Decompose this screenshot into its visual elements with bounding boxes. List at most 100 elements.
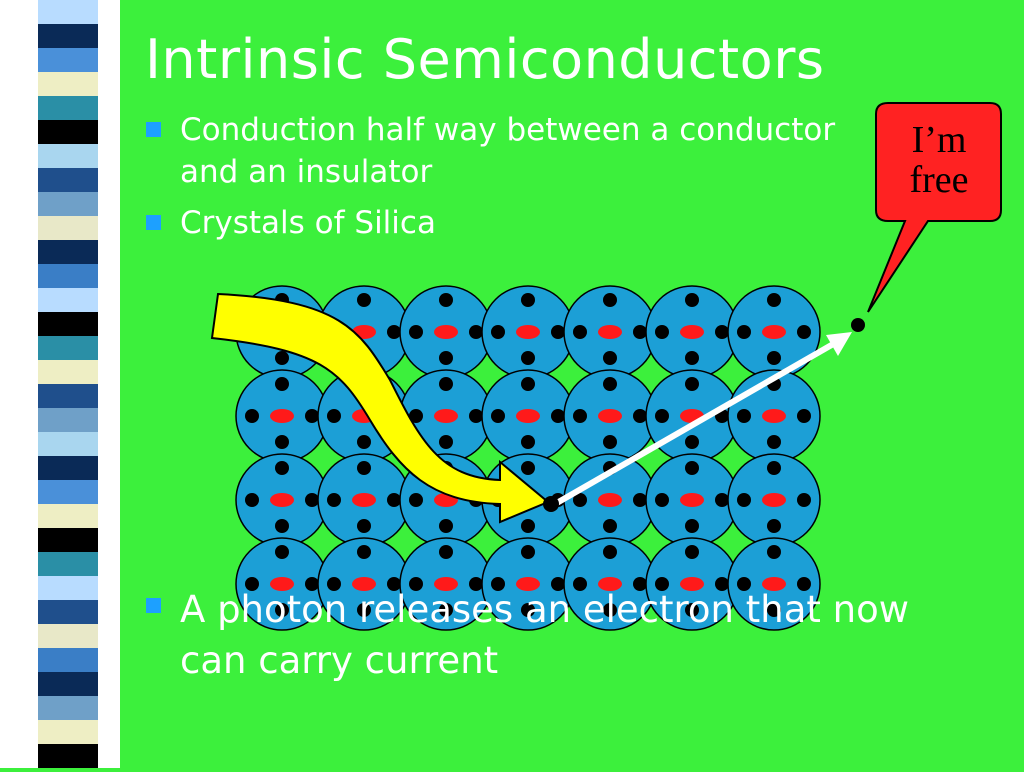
valence-electron (715, 577, 729, 591)
callout-label: I’m free (884, 120, 994, 200)
silicon-atom (727, 453, 821, 547)
atom-nucleus (270, 577, 294, 591)
atom-nucleus (352, 493, 376, 507)
bullet-marker-square (146, 215, 161, 230)
silicon-atom (317, 453, 411, 547)
valence-electron (439, 603, 453, 617)
strip-segment (38, 672, 98, 697)
strip-segment (38, 528, 98, 553)
strip-segment (38, 48, 98, 73)
strip-segment (38, 408, 98, 433)
valence-electron (767, 293, 781, 307)
atom-nucleus (516, 577, 540, 591)
valence-electron (469, 577, 483, 591)
atom-nucleus (598, 325, 622, 339)
valence-electron (327, 577, 341, 591)
valence-electron (655, 325, 669, 339)
valence-electron (305, 493, 319, 507)
valence-electron (305, 409, 319, 423)
valence-electron (737, 409, 751, 423)
valence-electron (327, 493, 341, 507)
valence-electron (469, 409, 483, 423)
valence-electron (409, 577, 423, 591)
silicon-atom (317, 537, 411, 631)
silicon-atom (645, 369, 739, 463)
electron-path-arrowhead (826, 332, 852, 356)
valence-electron (387, 577, 401, 591)
strip-segment (38, 480, 98, 505)
valence-electron (797, 493, 811, 507)
valence-electron (357, 603, 371, 617)
valence-electron (685, 519, 699, 533)
bullet-marker-square (146, 598, 161, 613)
atom-nucleus (762, 493, 786, 507)
strip-segment (38, 192, 98, 217)
strip-segment (38, 72, 98, 97)
valence-electron (387, 325, 401, 339)
silicon-atom (563, 285, 657, 379)
valence-electron (357, 435, 371, 449)
atom-nucleus (680, 577, 704, 591)
valence-electron (387, 493, 401, 507)
valence-electron (633, 493, 647, 507)
silicon-atom (727, 285, 821, 379)
atom-nucleus (598, 409, 622, 423)
silicon-atom (481, 285, 575, 379)
strip-segment (38, 720, 98, 745)
strip-segment (38, 456, 98, 481)
atom-nucleus (762, 325, 786, 339)
bullet-photon-continued: can carry current (180, 639, 499, 682)
atom-nucleus (352, 577, 376, 591)
valence-electron (573, 325, 587, 339)
strip-segment (38, 288, 98, 313)
valence-electron (521, 519, 535, 533)
released-electron (543, 496, 559, 512)
silicon-atom (563, 369, 657, 463)
silicon-atom (481, 369, 575, 463)
atom-nucleus (434, 577, 458, 591)
strip-segment (38, 576, 98, 601)
valence-electron (685, 603, 699, 617)
valence-electron (633, 577, 647, 591)
strip-segment (38, 552, 98, 577)
strip-segment (38, 264, 98, 289)
bullet-conduction-continued: and an insulator (180, 154, 433, 190)
valence-electron (275, 603, 289, 617)
silicon-atom (645, 537, 739, 631)
silicon-atom (645, 453, 739, 547)
silicon-atom (399, 285, 493, 379)
strip-segment (38, 744, 98, 769)
valence-electron (245, 409, 259, 423)
strip-segment (38, 624, 98, 649)
silicon-atom (235, 369, 329, 463)
valence-electron (491, 325, 505, 339)
valence-electron (603, 293, 617, 307)
decorative-stripes (38, 0, 98, 769)
valence-electron (551, 325, 565, 339)
strip-segment (38, 144, 98, 169)
strip-segment (38, 336, 98, 361)
valence-electron (439, 435, 453, 449)
valence-electron (327, 409, 341, 423)
strip-segment (38, 168, 98, 193)
atom-nucleus (680, 493, 704, 507)
bullet-photon: A photon releases an electron that now (180, 588, 909, 631)
valence-electron (439, 377, 453, 391)
atom-nucleus (434, 325, 458, 339)
valence-electron (357, 519, 371, 533)
valence-electron (275, 377, 289, 391)
slide-title: Intrinsic Semiconductors (145, 28, 825, 91)
atom-nucleus (516, 325, 540, 339)
strip-segment (38, 312, 98, 337)
valence-electron (603, 377, 617, 391)
valence-electron (685, 377, 699, 391)
valence-electron (409, 325, 423, 339)
strip-segment (38, 240, 98, 265)
atom-nucleus (762, 409, 786, 423)
valence-electron (275, 461, 289, 475)
silicon-atom (481, 537, 575, 631)
valence-electron (409, 409, 423, 423)
valence-electron (439, 293, 453, 307)
atom-nucleus (598, 577, 622, 591)
valence-electron (573, 493, 587, 507)
